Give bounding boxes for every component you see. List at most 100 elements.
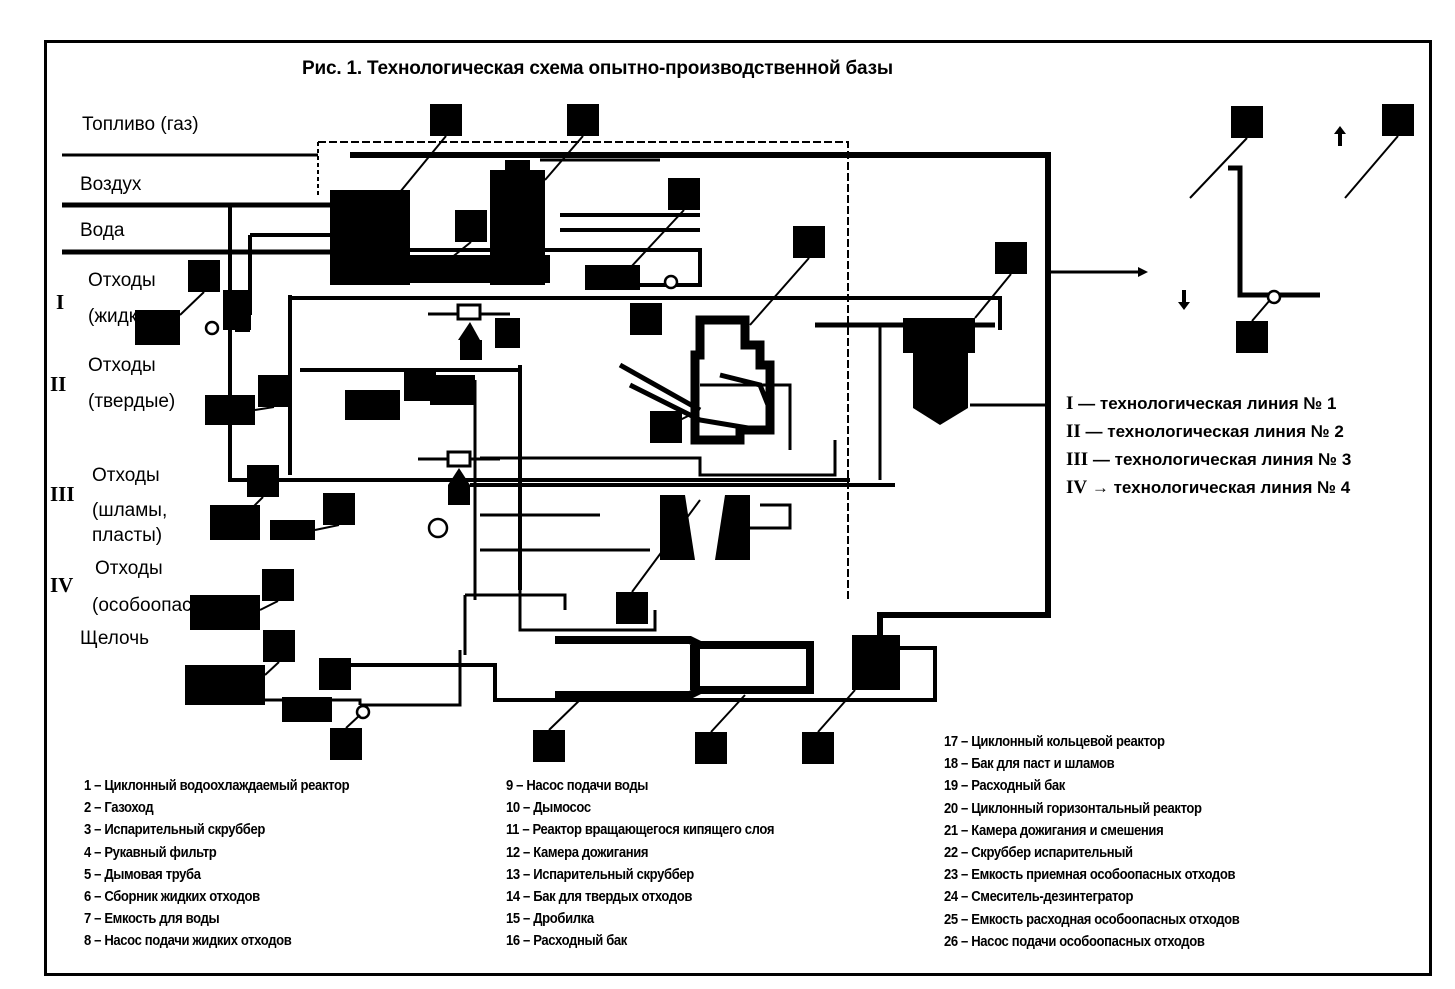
legend-item: 3 – Испарительный скруббер [84,822,266,839]
input-waste-solid: Отходы [88,355,156,376]
legend-item: 26 – Насос подачи особоопасных отходов [944,933,1205,950]
figure-title: Рис. 1. Технологическая схема опытно-про… [302,58,893,79]
callout-box [1382,104,1414,136]
callout-box [1231,106,1263,138]
legend-item: 20 – Циклонный горизонтальный реактор [944,800,1202,817]
callout-box [630,303,662,335]
input-waste-solid-sub: (твердые) [88,391,176,412]
stack-valve [1266,289,1282,305]
callout-box [430,104,462,136]
input-waste-sludge-sub2: пласты) [92,525,163,546]
callout-box [1236,321,1268,353]
legend-item: 19 – Расходный бак [944,778,1065,795]
tech-line-legend-item: III — технологическая линия № 3 [1066,449,1352,470]
reactor-11 [690,315,775,445]
callout-box [802,732,834,764]
callout-box [567,104,599,136]
legend-item: 13 – Испарительный скруббер [506,866,694,883]
input-waste-liquid-sub: (жидкие) [88,306,138,327]
legend-item: 10 – Дымосос [506,800,591,817]
callout-boxes [188,104,1414,764]
line-numeral-1: I [56,290,65,314]
tech-line-legend-item: II — технологическая линия № 2 [1066,421,1344,442]
input-water: Вода [80,220,125,241]
feeder-bottom [446,450,472,468]
callout-box [995,242,1027,274]
callout-box [247,465,279,497]
input-fuel: Топливо (газ) [82,114,199,135]
equipment-legend-col3: 17 – Циклонный кольцевой реактор 18 – Ба… [944,734,1272,956]
legend-item: 5 – Дымовая труба [84,866,201,883]
callout-box [223,290,251,330]
callout-box [330,728,362,760]
legend-item: 6 – Сборник жидких отходов [84,888,260,905]
legend-item: 12 – Камера дожигания [506,844,649,861]
legend-item: 18 – Бак для паст и шламов [944,756,1115,773]
legend-item: 8 – Насос подачи жидких отходов [84,933,292,950]
input-waste-sludge-sub1: (шламы, [92,500,168,521]
tank-23 [190,595,260,630]
callout-box [263,630,295,662]
input-waste-hazard-sub: (особоопасные) [92,595,190,616]
equipment-legend-col2: 9 – Насос подачи воды 10 – Дымосос 11 – … [506,778,804,956]
legend-item: 9 – Насос подачи воды [506,778,649,794]
line-numeral-2: II [50,372,67,396]
tech-line-legend-item: IV → технологическая линия № 4 [1066,477,1351,498]
scrubber-3 [490,170,545,285]
pump-9 [663,274,679,290]
legend-item: 17 – Циклонный кольцевой реактор [944,734,1165,750]
callout-box [455,210,487,242]
legend-item: 1 – Циклонный водоохлаждаемый реактор [84,778,350,794]
legend-item: 21 – Камера дожигания и смешения [944,822,1164,839]
legend-item: 11 – Реактор вращающегося кипящего слоя [506,822,775,839]
pump-26 [282,697,332,722]
tank-14 [205,395,255,425]
callout-box [695,732,727,764]
input-waste-hazard: Отходы [95,558,163,579]
legend-item: 2 – Газоход [84,800,154,817]
crusher-15 [345,390,400,420]
callout-box [668,178,700,210]
pump-8 [204,320,220,336]
legend-item: 14 – Бак для твердых отходов [506,888,693,905]
callout-box [793,226,825,258]
legend-item: 24 – Смеситель-дезинтегратор [944,889,1134,906]
callout-box [258,375,290,407]
dashed-boundary [318,141,849,600]
crusher-drum [427,517,449,539]
callout-box [262,569,294,601]
cyclone-17-body [660,495,695,560]
tank-6 [135,310,180,345]
reactor-20 [555,636,814,699]
chamber-21 [852,635,900,690]
legend-item: 4 – Рукавный фильтр [84,844,217,861]
input-waste-sludge: Отходы [92,465,160,486]
callout-box [533,730,565,762]
callout-box [188,260,220,292]
callout-box [323,493,355,525]
arrow-up-icon [1338,132,1342,146]
callout-box [616,592,648,624]
legend-item: 23 – Емкость приемная особоопасных отход… [944,867,1236,884]
equipment-legend-col1: 1 – Циклонный водоохлаждаемый реактор 2 … [84,778,379,956]
filter-4 [903,318,975,353]
line-numeral-3: III [50,482,75,506]
feeder-top [456,303,482,321]
legend-item: 25 – Емкость расходная особоопасных отхо… [944,911,1240,928]
main-gas-duct [350,152,1051,645]
input-air: Воздух [80,174,142,195]
stack-pipe [1228,165,1320,298]
input-alkali: Щелочь [80,628,149,649]
figure-frame [44,40,1432,976]
tank-9 [585,265,640,290]
callout-box [404,369,436,401]
stack-arrow-icon [1138,267,1148,277]
legend-item: 16 – Расходный бак [506,933,627,950]
arrow-down-icon [1182,290,1186,304]
legend-item: 15 – Дробилка [506,911,594,928]
filter-4-body [913,353,968,425]
tech-lines-legend: I — технологическая линия № 1 II — техно… [1066,393,1351,505]
tank-18 [210,505,260,540]
callout-box [319,658,351,690]
